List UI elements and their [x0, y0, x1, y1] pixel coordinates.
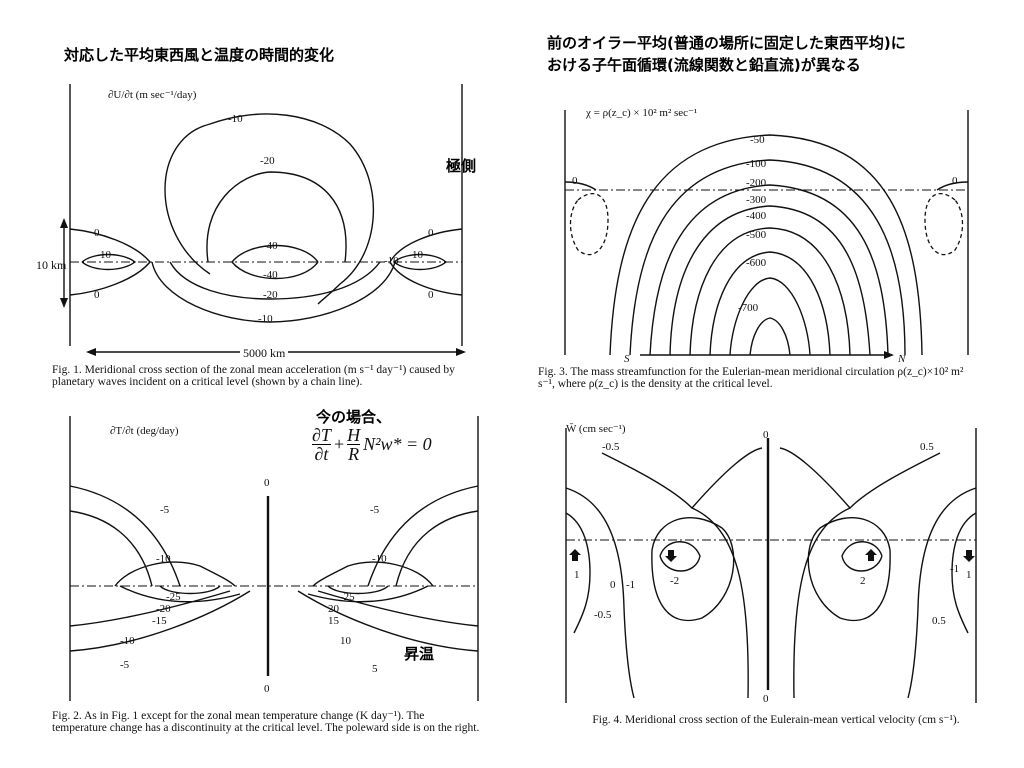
fig2-label: 5: [372, 663, 378, 675]
fig2-label: -10: [156, 553, 171, 565]
fig2-label: -5: [160, 504, 170, 516]
fig1-label: -10: [384, 255, 399, 267]
fig1-label: 10: [100, 249, 112, 261]
fig4-label: -0.5: [602, 441, 620, 453]
fig3-label: -400: [746, 210, 767, 222]
fig4-label: 0.5: [920, 441, 934, 453]
fig1-label: -40: [263, 240, 278, 252]
fig1-label: 0: [94, 289, 100, 301]
fig1-label: -40: [263, 269, 278, 281]
fig3-label: -600: [746, 257, 767, 269]
fig2-label: -10: [120, 635, 135, 647]
fig1-label: 0: [94, 227, 100, 239]
fig1-y-marker: 10 km: [36, 258, 67, 272]
equation-tail: N²w* = 0: [363, 434, 432, 454]
equation-plus: +: [332, 434, 346, 454]
fig3-x-left: S: [624, 353, 630, 365]
fig1-label: -10: [258, 313, 273, 325]
fig2-label: 15: [328, 615, 340, 627]
equation: ∂T ∂t + H R N²w* = 0: [312, 426, 432, 463]
fig4-label: 1: [574, 569, 580, 581]
fig2-caption: Fig. 2. As in Fig. 1 except for the zona…: [52, 710, 480, 734]
fig4-caption: Fig. 4. Meridional cross section of the …: [592, 714, 960, 726]
fig3-caption: Fig. 3. The mass streamfunction for the …: [538, 366, 964, 390]
fig3-label: 0: [572, 175, 578, 187]
fig2-label: -5: [120, 659, 130, 671]
note-warming: 昇温: [404, 645, 435, 663]
fig1-label: 10: [412, 249, 424, 261]
equation-H: H: [347, 425, 361, 445]
fig4-label: 0: [763, 429, 769, 441]
fig1-label: 0: [428, 227, 434, 239]
equation-dt: ∂t: [312, 444, 331, 463]
fig4-label: 0: [763, 693, 769, 705]
note-polar: 極側: [446, 157, 477, 175]
fig4-label: -1: [950, 563, 959, 575]
fig1-label: 0: [428, 289, 434, 301]
fig1-plot: -10 -20 -40 -40 -20 -10 -10 0 0 0 0 10 1…: [60, 84, 466, 356]
fig2-plot: 0 0 -5 -5 -10 -10 -25 -20 -15 -25 20 15 …: [69, 416, 479, 701]
fig3-label: -700: [738, 302, 759, 314]
equation-fraction-hr: H R: [347, 425, 361, 464]
fig4-label: -2: [670, 575, 679, 587]
fig1-ylabel: ∂U/∂t (m sec⁻¹/day): [108, 89, 197, 101]
heading-right-line2: おける子午面循環(流線関数と鉛直流)が異なる: [547, 56, 861, 74]
equation-R: R: [347, 444, 361, 464]
fig2-label: -20: [156, 603, 171, 615]
note-current-case: 今の場合、: [316, 408, 392, 426]
fig4-ylabel: W̄ (cm sec⁻¹): [566, 423, 626, 435]
fig2-label: -5: [370, 504, 380, 516]
equation-fraction-dt: ∂T ∂t: [312, 426, 331, 463]
fig2-label: 0: [264, 477, 270, 489]
fig4-label: 1: [966, 569, 972, 581]
fig2-label: 20: [328, 603, 340, 615]
fig2-label: -15: [152, 615, 167, 627]
fig3-label: -500: [746, 229, 767, 241]
fig1-caption: Fig. 1. Meridional cross section of the …: [52, 364, 455, 388]
fig4-label: 0.5: [932, 615, 946, 627]
equation-dT: ∂T: [312, 425, 331, 445]
fig1-label: -20: [260, 155, 275, 167]
fig2-label: 0: [264, 683, 270, 695]
fig4-label: -0.5: [594, 609, 612, 621]
fig2-label: 10: [340, 635, 352, 647]
fig3-label: -300: [746, 194, 767, 206]
fig3-label: 0: [952, 175, 958, 187]
heading-left: 対応した平均東西風と温度の時間的変化: [64, 46, 335, 64]
fig2-label: -25: [166, 591, 181, 603]
fig2-label: -25: [340, 591, 355, 603]
fig3-plot: -50 -100 -200 -300 -400 -500 -600 -700 0…: [564, 107, 969, 365]
heading-right-line1: 前のオイラー平均(普通の場所に固定した東西平均)に: [547, 34, 906, 52]
fig2-ylabel: ∂T/∂t (deg/day): [110, 425, 179, 437]
fig4-plot: -0.5 0.5 0 -2 2 0 -1 -0.5 0.5 -1 1 1 0 W…: [565, 423, 977, 705]
fig1-label: -10: [228, 113, 243, 125]
fig1-label: -20: [263, 289, 278, 301]
fig3-label: -100: [746, 158, 767, 170]
fig3-label: -200: [746, 177, 767, 189]
fig1-x-marker: 5000 km: [240, 347, 289, 359]
fig3-ylabel: χ = ρ(z_c) × 10² m² sec⁻¹: [585, 107, 697, 119]
fig3-label: -50: [750, 134, 765, 146]
fig4-label: 2: [860, 575, 866, 587]
fig2-label: -10: [372, 553, 387, 565]
fig4-label: 0: [610, 579, 616, 591]
fig3-x-right: N: [897, 353, 906, 365]
fig4-label: -1: [626, 579, 635, 591]
